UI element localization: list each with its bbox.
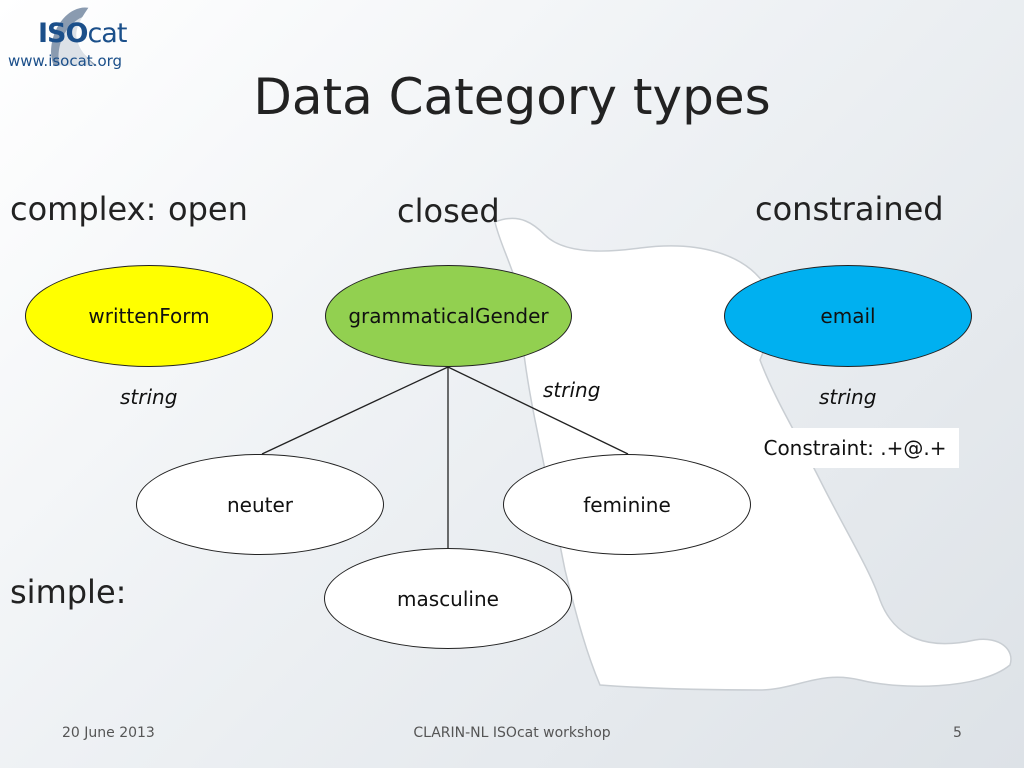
node-writtenForm: writtenForm xyxy=(25,265,273,367)
node-grammaticalGender-label: grammaticalGender xyxy=(348,304,549,328)
node-neuter: neuter xyxy=(136,454,384,555)
node-email-label: email xyxy=(820,304,876,328)
datatype-open: string xyxy=(120,385,178,409)
column-label-constrained: constrained xyxy=(755,190,944,228)
node-feminine: feminine xyxy=(503,454,751,555)
datatype-closed: string xyxy=(543,378,601,402)
constraint-text: Constraint: .+@.+ xyxy=(763,436,947,460)
node-neuter-label: neuter xyxy=(226,492,294,517)
footer-event: CLARIN-NL ISOcat workshop xyxy=(413,725,611,741)
datatype-constrained: string xyxy=(819,385,877,409)
row-label-simple: simple: xyxy=(10,573,127,611)
edge-gender-feminine xyxy=(447,366,629,455)
logo-iso: ISO xyxy=(38,18,88,49)
logo-cat: cat xyxy=(87,18,127,49)
logo-wordmark: ISOcat xyxy=(38,18,127,49)
node-masculine: masculine xyxy=(324,548,572,649)
slide-title: Data Category types xyxy=(253,68,771,126)
isocat-logo-icon xyxy=(51,7,98,66)
row-label-complex: complex: xyxy=(10,190,157,228)
logo-url-link[interactable]: www.isocat.org xyxy=(8,52,123,70)
footer-date: 20 June 2013 xyxy=(62,725,155,741)
edge-gender-neuter xyxy=(261,366,449,455)
constraint-box: Constraint: .+@.+ xyxy=(751,428,959,468)
column-label-closed: closed xyxy=(397,192,500,230)
node-masculine-label: masculine xyxy=(397,586,499,611)
node-writtenForm-label: writtenForm xyxy=(88,304,210,328)
node-feminine-label: feminine xyxy=(583,492,671,517)
column-label-open: open xyxy=(168,190,248,228)
node-grammaticalGender: grammaticalGender xyxy=(325,265,572,367)
footer-page-number: 5 xyxy=(953,725,962,741)
node-email: email xyxy=(724,265,972,367)
